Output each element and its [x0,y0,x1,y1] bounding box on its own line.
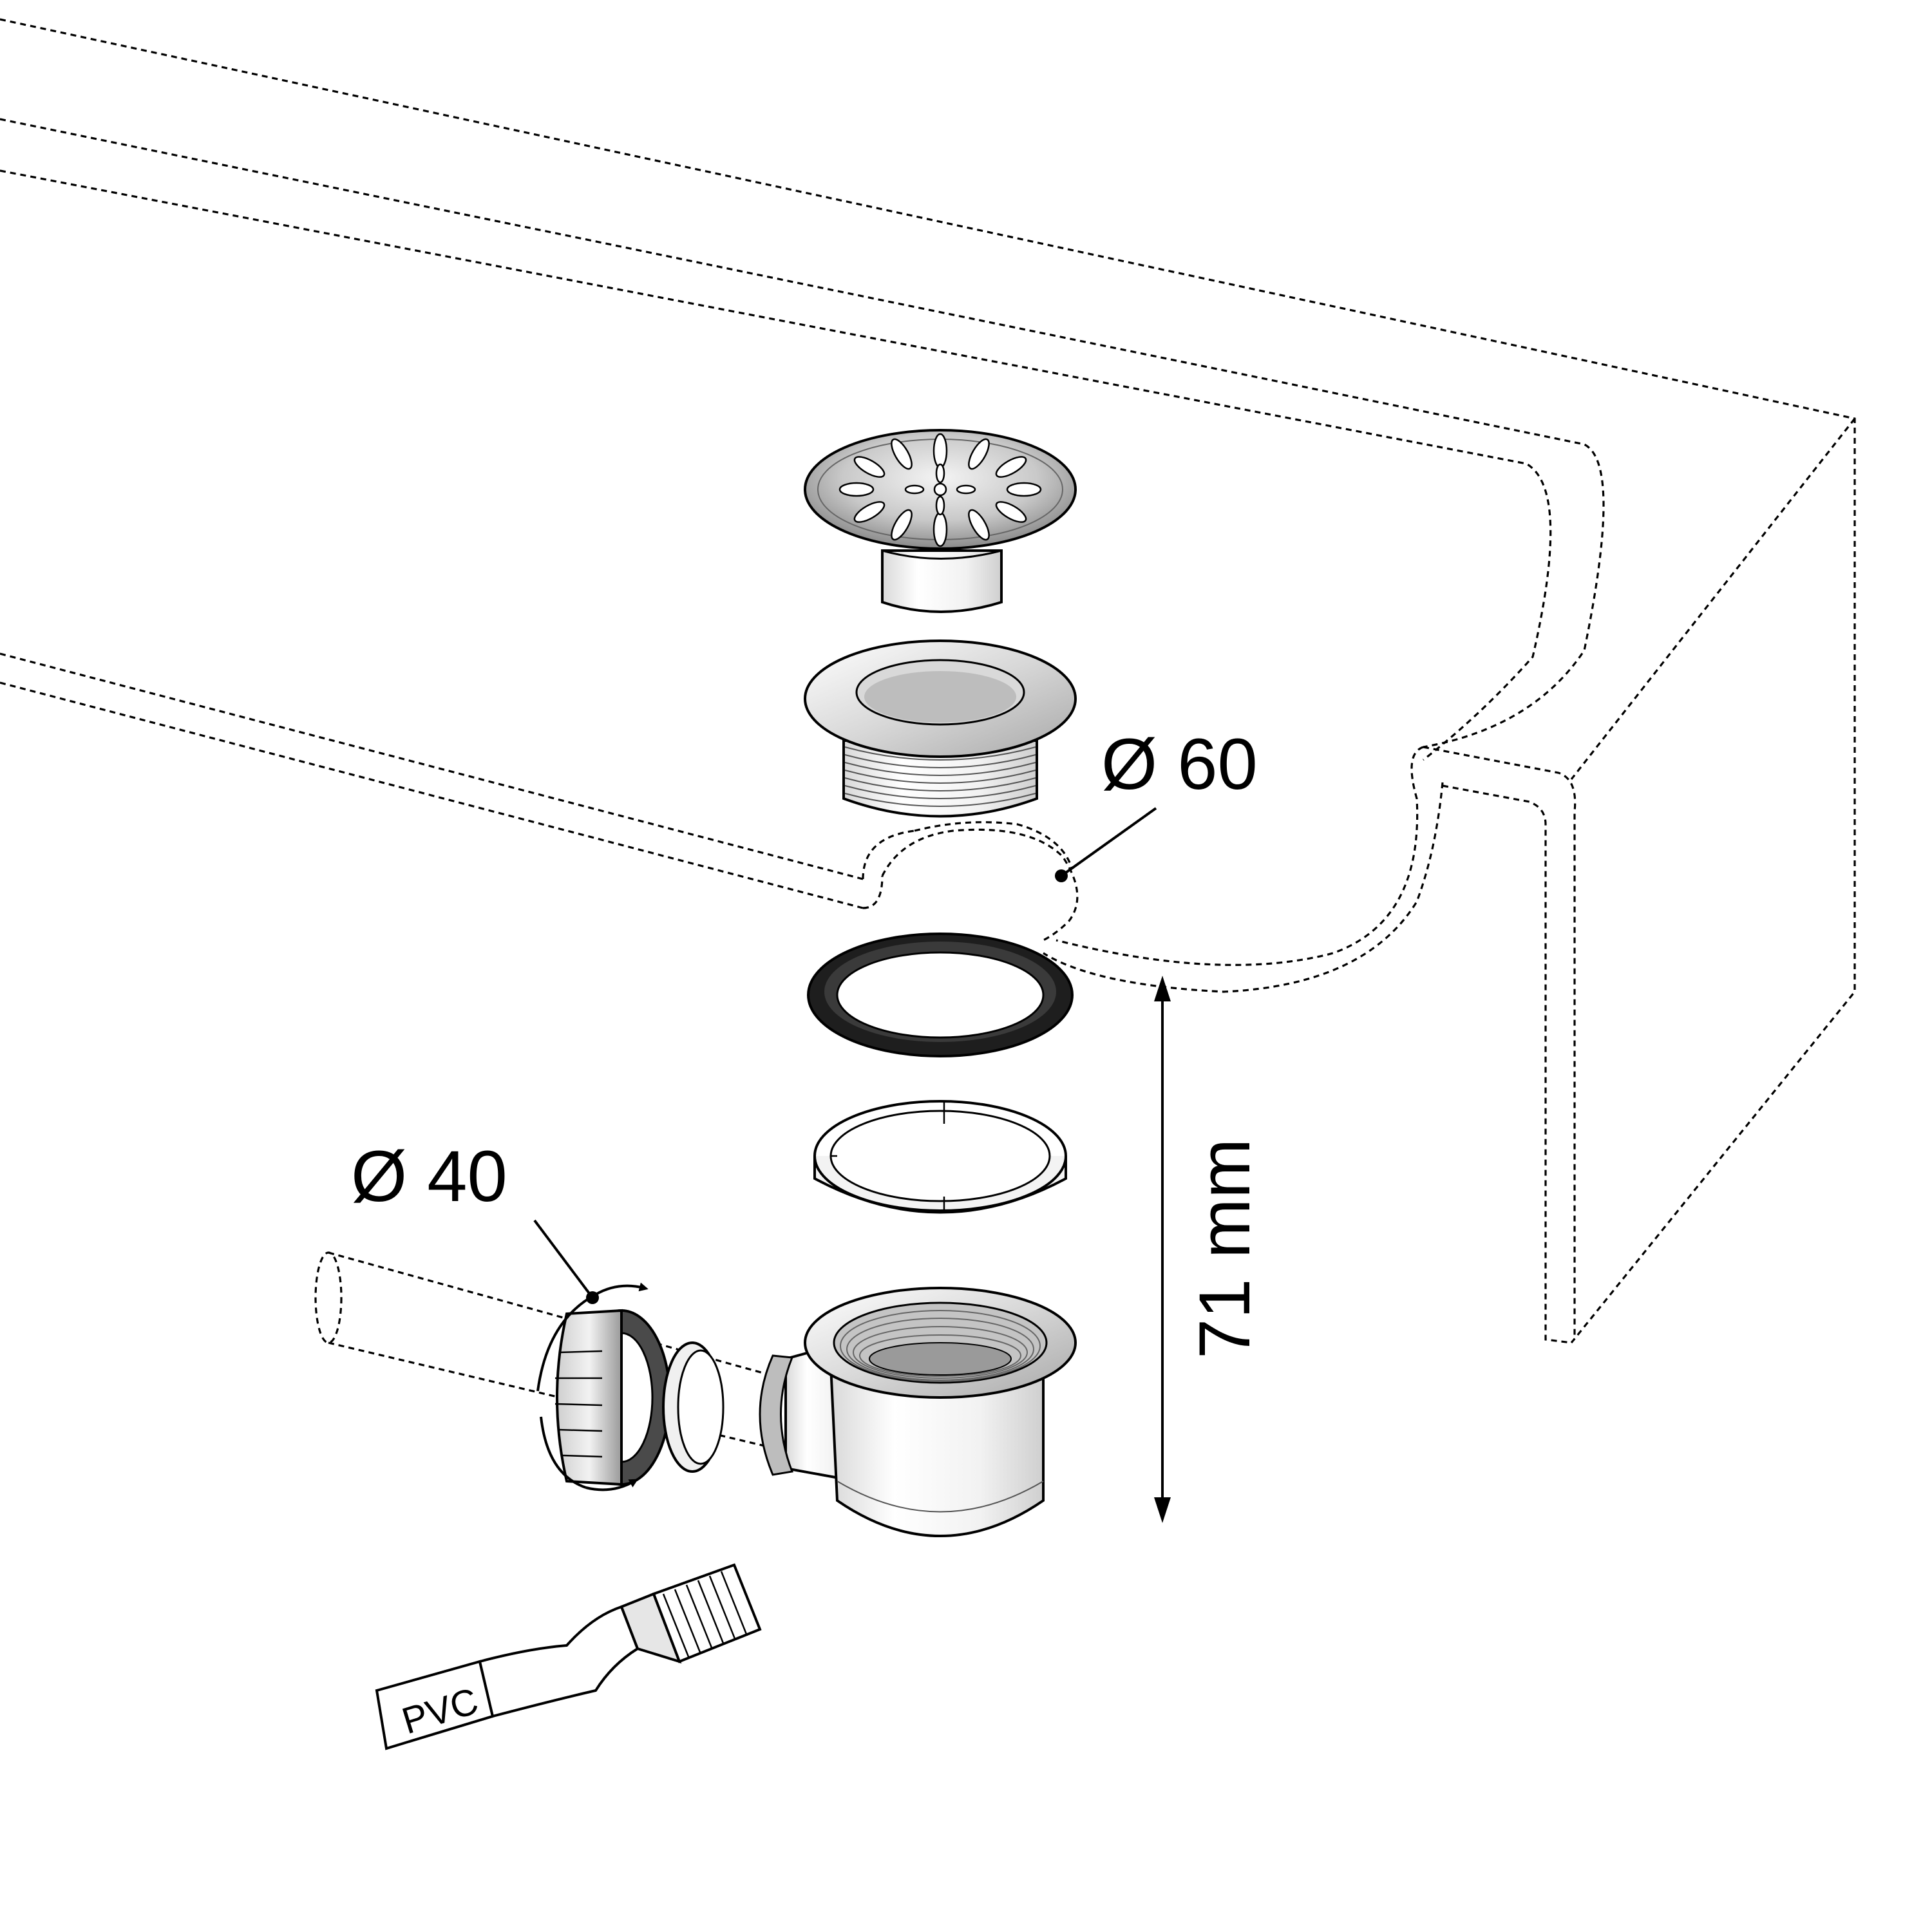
height-label: 71 mm [1184,1139,1265,1359]
plastic-washer [813,1100,1067,1214]
drain-diameter-label: Ø 60 [1101,724,1258,804]
glue-brush-icon: PVC [375,1563,762,1750]
compression-nut [554,1309,671,1486]
waste-pipe [314,1251,806,1457]
rubber-gasket [807,933,1074,1057]
leader-diameter-60 [1055,807,1157,882]
siphon-body [759,1287,1077,1537]
pipe-diameter-label: Ø 40 [351,1136,507,1217]
height-dimension-arrow [1154,976,1171,1523]
drain-grate [804,429,1077,613]
grate-slots [838,433,1042,547]
drain-flange [804,639,1077,818]
shower-tray-outline [0,18,1856,1344]
leader-diameter-40 [533,1219,599,1304]
rotate-arrows-icon [536,1282,649,1492]
olive-seal [662,1341,724,1473]
